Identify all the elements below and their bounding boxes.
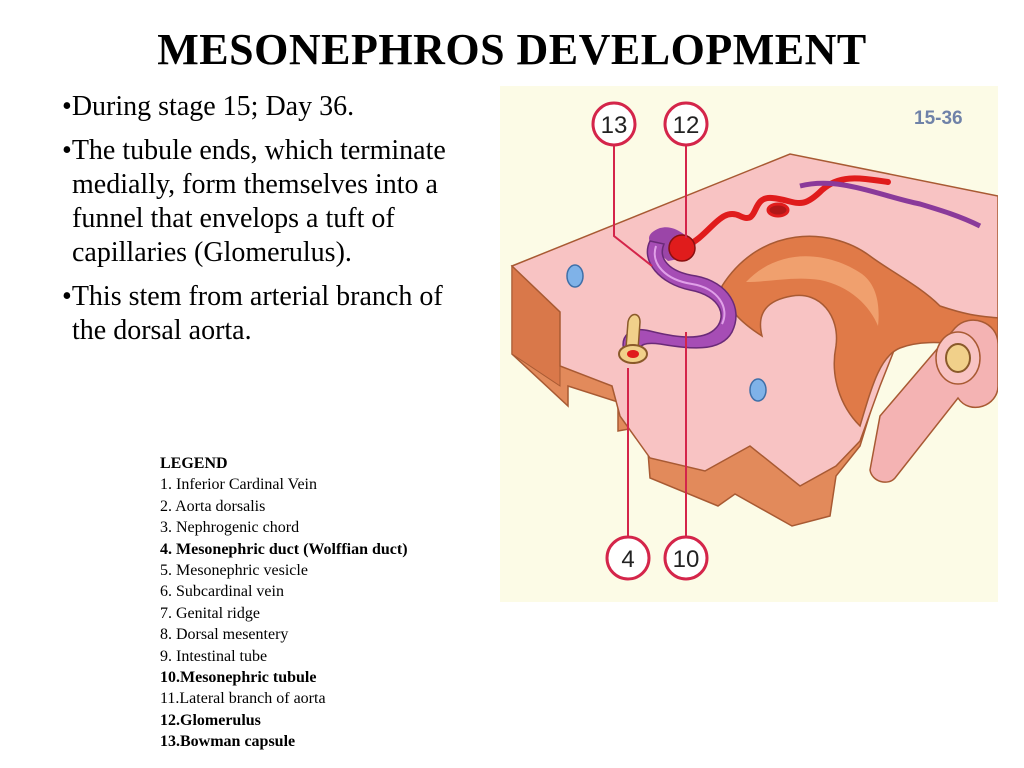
- legend-item: 9. Intestinal tube: [160, 647, 268, 665]
- cavity-inner-light: [746, 256, 879, 326]
- legend-item: 1. Inferior Cardinal Vein: [160, 476, 317, 494]
- bullet-item: This stem from arterial branch of the do…: [62, 280, 462, 348]
- legend-item: 5. Mesonephric vesicle: [160, 562, 308, 580]
- bullet-item: During stage 15; Day 36.: [62, 90, 462, 124]
- bullet-list: During stage 15; Day 36. The tubule ends…: [62, 90, 462, 358]
- mesonephros-illustration: 15-36 13 12 4 10: [510, 101, 998, 581]
- callout-line-13: [613, 146, 653, 267]
- legend: LEGEND 1. Inferior Cardinal Vein 2. Aort…: [160, 453, 490, 753]
- subcardinal-vein: [566, 264, 584, 288]
- legend-item: 7. Genital ridge: [160, 604, 260, 622]
- callout-label-10: 10: [673, 546, 700, 573]
- intestinal-lumen: [945, 343, 971, 373]
- lateral-aorta-branch: [683, 175, 891, 249]
- callout-label-12: 12: [673, 112, 700, 139]
- purple-edge-vessel: [799, 180, 982, 229]
- callout-circle-13: [591, 101, 637, 147]
- mesonephric-duct-lumen: [627, 350, 639, 358]
- legend-item: 2. Aorta dorsalis: [160, 497, 266, 515]
- legend-item: 4. Mesonephric duct (Wolffian duct): [160, 540, 408, 558]
- slide-title: MESONEPHROS DEVELOPMENT: [157, 25, 867, 74]
- legend-item: 13.Bowman capsule: [160, 733, 296, 751]
- tubule-highlight: [653, 245, 726, 325]
- callout-circle-10: [663, 535, 709, 581]
- inferior-cardinal-vein: [749, 378, 767, 402]
- mesonephros-figure: 15-36 13 12 4 10: [500, 86, 998, 602]
- legend-item: 8. Dorsal mesentery: [160, 626, 289, 644]
- legend-item: 12.Glomerulus: [160, 711, 261, 729]
- callout-circle-12: [663, 101, 709, 147]
- legend-item: 3. Nephrogenic chord: [160, 519, 300, 537]
- legend-item: 11.Lateral branch of aorta: [160, 690, 326, 708]
- figure-code: 15-36: [914, 108, 963, 129]
- callout-label-13: 13: [601, 112, 628, 139]
- callout-circle-4: [605, 535, 651, 581]
- tubule-stalk: [625, 313, 641, 351]
- vessel-bulge: [766, 202, 790, 218]
- callout-label-4: 4: [621, 546, 634, 573]
- legend-heading: LEGEND: [160, 455, 228, 472]
- bullet-item: The tubule ends, which terminate mediall…: [62, 134, 462, 270]
- legend-item: 6. Subcardinal vein: [160, 583, 284, 601]
- legend-item: 10.Mesonephric tubule: [160, 669, 317, 687]
- coelom-cavity: [721, 235, 998, 428]
- glomerulus: [668, 234, 696, 262]
